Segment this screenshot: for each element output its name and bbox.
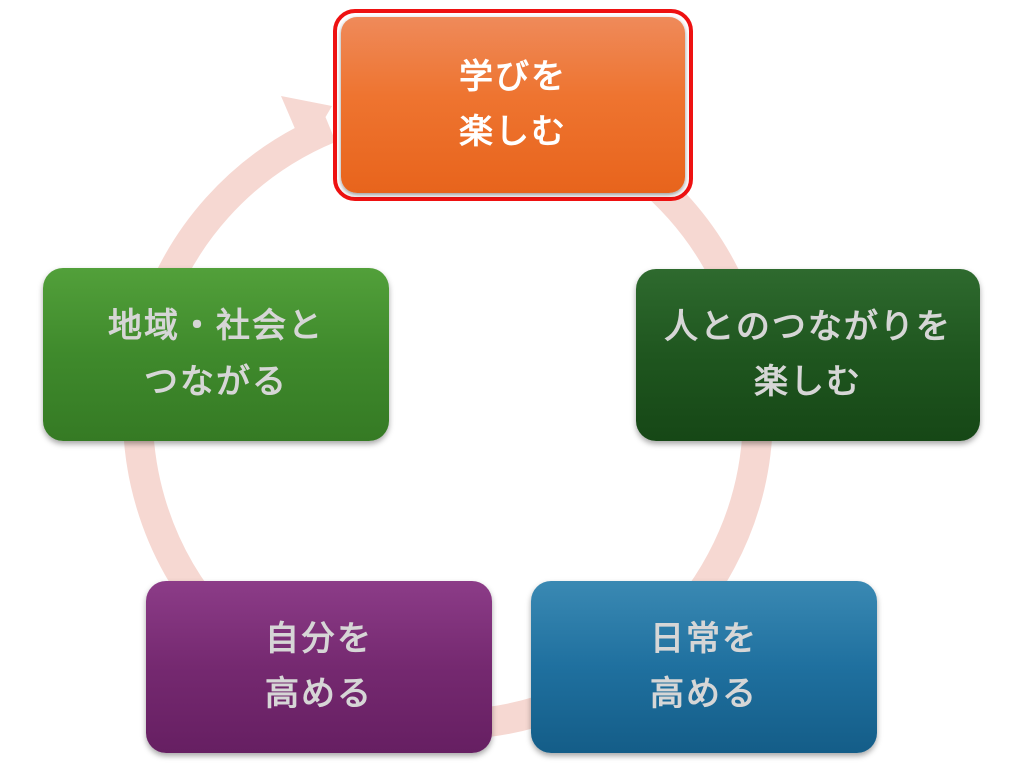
node-label-line-2: 楽しむ bbox=[754, 362, 862, 402]
node-label-line-2: 高める bbox=[265, 674, 373, 714]
node-label-line-2: 高める bbox=[650, 674, 758, 714]
cycle-node-enhance-self[interactable]: 自分を 高める bbox=[146, 581, 492, 753]
cycle-node-enjoy-connections[interactable]: 人とのつながりを 楽しむ bbox=[636, 269, 980, 441]
cycle-node-connect-community[interactable]: 地域・社会と つながる bbox=[43, 268, 389, 441]
node-label-line-1: 地域・社会と bbox=[108, 306, 324, 347]
cycle-node-enhance-daily-life[interactable]: 日常を 高める bbox=[531, 581, 877, 753]
node-label-line-1: 自分を bbox=[265, 618, 373, 659]
cycle-arrowhead bbox=[281, 96, 332, 152]
cycle-node-enjoy-learning[interactable]: 学びを 楽しむ bbox=[333, 9, 693, 201]
node-label-line-1: 学びを bbox=[459, 56, 567, 97]
cycle-node-enjoy-learning-fill: 学びを 楽しむ bbox=[341, 17, 685, 193]
node-label-line-1: 日常を bbox=[650, 618, 758, 659]
node-label-line-2: 楽しむ bbox=[459, 112, 567, 152]
node-label-line-1: 人とのつながりを bbox=[664, 306, 952, 347]
node-label-line-2: つながる bbox=[144, 361, 288, 402]
